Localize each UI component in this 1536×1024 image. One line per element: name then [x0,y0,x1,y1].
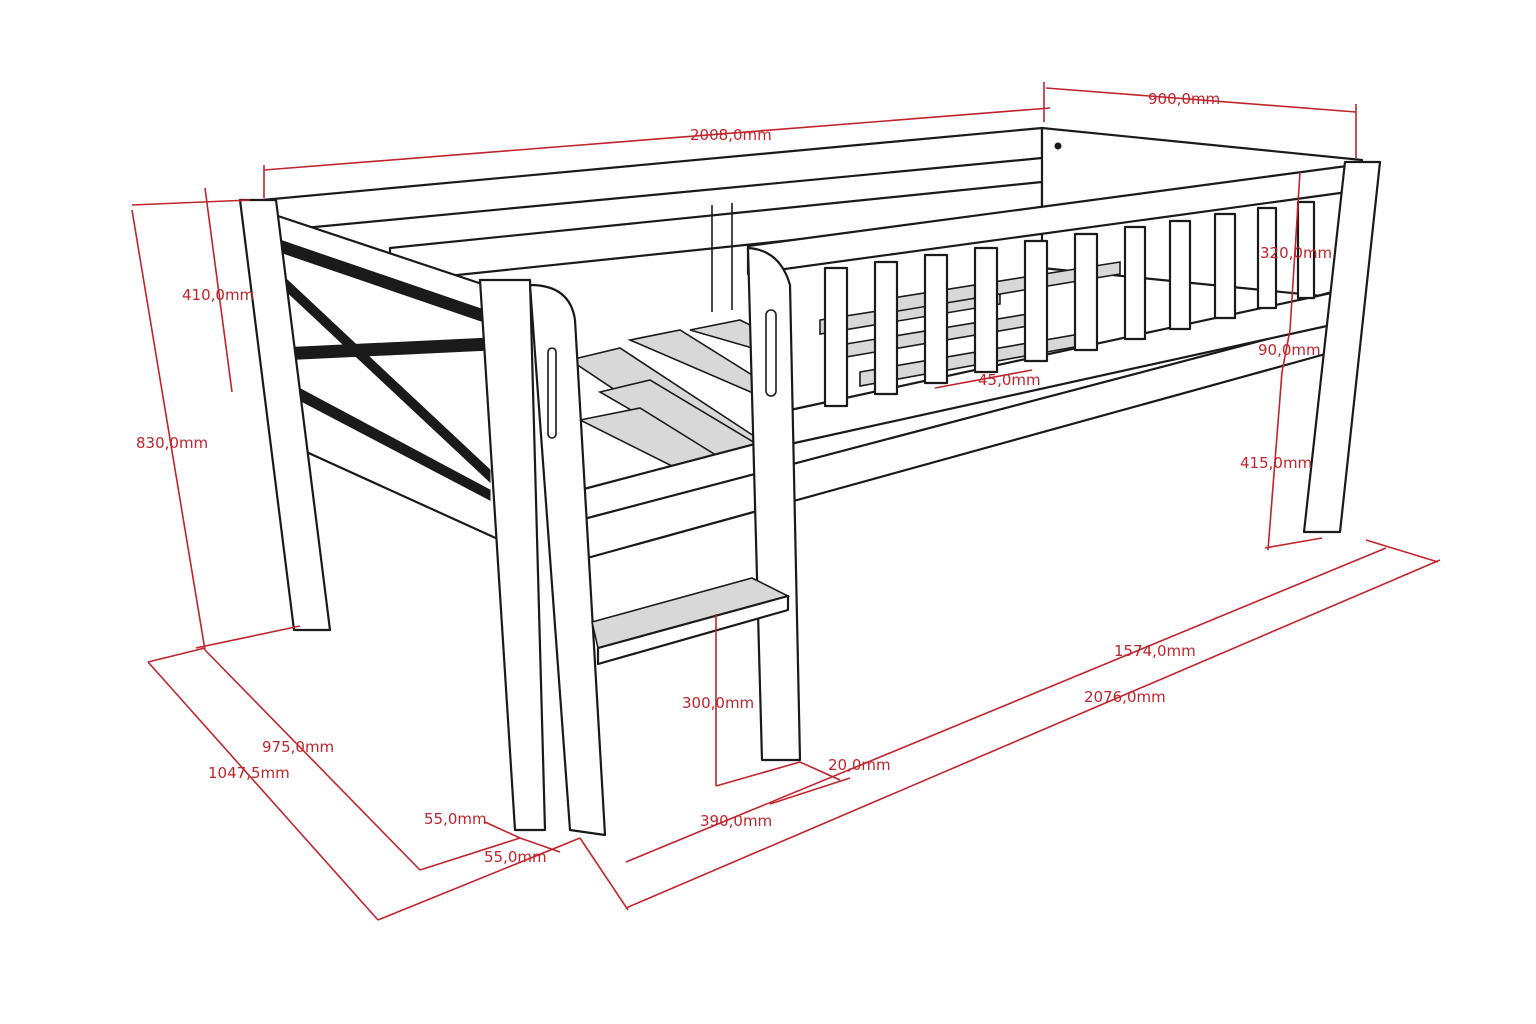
ladder-handle-right [765,309,777,397]
dim-55-a: 55,0mm [424,810,487,828]
dimension-lines [131,82,1441,921]
ladder-step-front [596,594,790,666]
dim-900: 900,0mm [1148,90,1220,108]
dim-415: 415,0mm [1240,454,1312,472]
dimension-labels: 2008,0mm 900,0mm 320,0mm 90,0mm 45,0mm 4… [136,90,1332,866]
dim-55-b: 55,0mm [484,848,547,866]
dim-2008: 2008,0mm [690,126,772,144]
dim-320: 320,0mm [1260,244,1332,262]
bed-model [238,126,1382,837]
dim-830: 830,0mm [136,434,208,452]
bolt-marker [1054,142,1062,150]
dim-410: 410,0mm [182,286,254,304]
dim-300: 300,0mm [682,694,754,712]
dim-975: 975,0mm [262,738,334,756]
dim-2076: 2076,0mm [1084,688,1166,706]
near-left-leg [238,198,332,632]
ladder-side-right [746,246,802,762]
guard-rail-bars [823,200,1316,408]
front-post [478,278,547,832]
ladder-handle-left [547,347,557,439]
far-right-leg [1302,160,1382,534]
dim-90: 90,0mm [1258,341,1321,359]
dim-20: 20,0mm [828,756,891,774]
dim-1574: 1574,0mm [1114,642,1196,660]
dim-45: 45,0mm [978,371,1041,389]
dim-1047: 1047,5mm [208,764,290,782]
dim-390: 390,0mm [700,812,772,830]
